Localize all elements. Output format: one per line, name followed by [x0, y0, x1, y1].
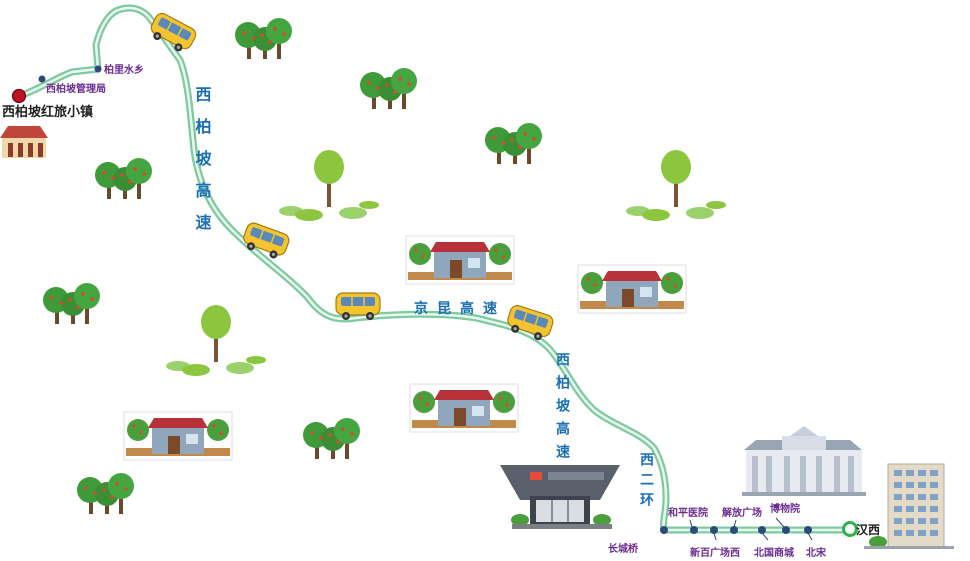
- farmhouse: [409, 383, 519, 433]
- end-label: 汉西: [856, 522, 880, 537]
- city-stop-label: 北国商城: [754, 546, 794, 559]
- end-marker: [842, 521, 858, 537]
- subway-station: [500, 465, 620, 529]
- tree-cluster: [303, 418, 360, 459]
- office-tower: [864, 463, 954, 549]
- city-stop-label: 北宋: [806, 546, 826, 559]
- memorial-hall: [0, 126, 48, 158]
- stop-dot: [38, 75, 46, 83]
- highway-label: 西柏坡高速: [193, 86, 212, 246]
- city-stop-label: 解放广场: [722, 506, 762, 519]
- tree-cluster: [360, 68, 417, 109]
- start-marker: [11, 88, 27, 104]
- start-label: 西柏坡红旅小镇: [2, 104, 93, 120]
- farmhouse: [405, 235, 515, 285]
- highway-label: 西柏坡高速: [554, 352, 570, 467]
- stop-dot: [94, 65, 102, 73]
- tree-cluster: [235, 18, 292, 59]
- highway-label: 西二环: [638, 452, 654, 512]
- city-stop-dots: [660, 517, 813, 541]
- lone-tree: [166, 305, 266, 376]
- lone-tree: [279, 150, 379, 221]
- farmhouse: [577, 264, 687, 314]
- farmhouse: [123, 411, 233, 461]
- city-stop-label: 博物院: [770, 502, 800, 515]
- tree-cluster: [43, 283, 100, 324]
- museum-building: [742, 426, 866, 496]
- city-stop-label: 新百广场西: [690, 546, 740, 559]
- tree-cluster: [77, 473, 134, 514]
- stop-label: 柏里水乡: [104, 63, 144, 76]
- tree-cluster: [485, 123, 542, 164]
- highway-label: 京昆高速: [414, 300, 506, 317]
- city-stop-label: 长城桥: [608, 542, 639, 555]
- stop-label: 西柏坡管理局: [46, 82, 106, 95]
- tree-cluster: [95, 158, 152, 199]
- bus-route: [16, 4, 852, 534]
- scenery: [0, 18, 954, 549]
- lone-tree: [626, 150, 726, 221]
- city-stop-label: 和平医院: [667, 506, 708, 519]
